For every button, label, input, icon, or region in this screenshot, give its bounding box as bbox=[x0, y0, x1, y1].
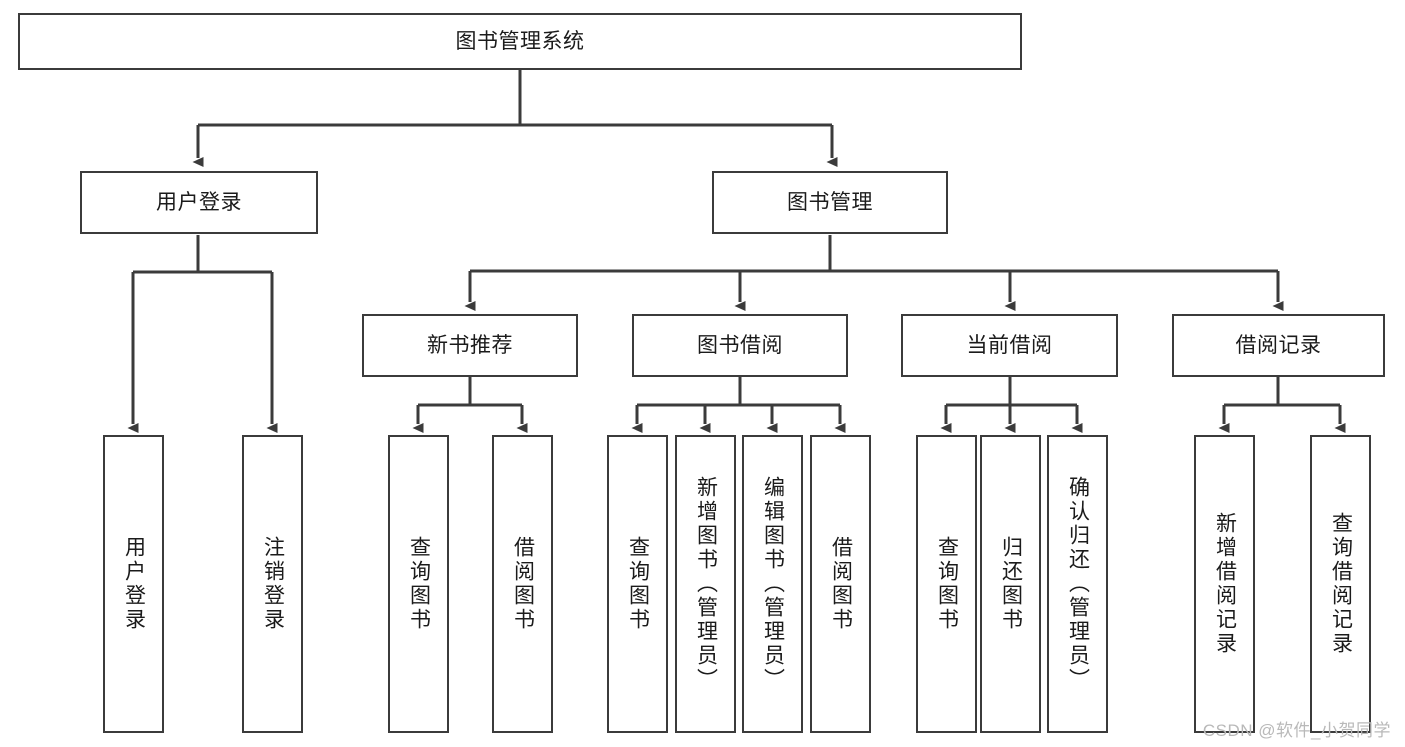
node-leaf-borrow-book-2-label: 借阅图书 bbox=[829, 536, 853, 632]
node-leaf-user-logout-label: 注销登录 bbox=[261, 536, 285, 632]
node-user-login-label: 用户登录 bbox=[156, 190, 242, 214]
node-leaf-confirm-return-label: 确认归还（管理员） bbox=[1066, 476, 1090, 692]
node-leaf-query-record[interactable]: 查询借阅记录 bbox=[1310, 435, 1371, 733]
node-book-manage-label: 图书管理 bbox=[787, 190, 873, 214]
node-root[interactable]: 图书管理系统 bbox=[18, 13, 1022, 70]
node-leaf-query-book-2-label: 查询图书 bbox=[626, 536, 650, 632]
node-leaf-confirm-return[interactable]: 确认归还（管理员） bbox=[1047, 435, 1108, 733]
watermark-text: CSDN @软件_小贺同学 bbox=[1202, 721, 1391, 740]
node-leaf-query-book-3[interactable]: 查询图书 bbox=[916, 435, 977, 733]
node-book-manage[interactable]: 图书管理 bbox=[712, 171, 948, 234]
node-leaf-user-logout[interactable]: 注销登录 bbox=[242, 435, 303, 733]
node-borrow-record-label: 借阅记录 bbox=[1235, 333, 1322, 357]
node-leaf-add-book-label: 新增图书（管理员） bbox=[694, 476, 718, 692]
node-new-book-recommend[interactable]: 新书推荐 bbox=[362, 314, 578, 377]
node-new-book-recommend-label: 新书推荐 bbox=[427, 333, 513, 357]
node-leaf-edit-book-label: 编辑图书（管理员） bbox=[761, 476, 785, 692]
node-leaf-borrow-book-2[interactable]: 借阅图书 bbox=[810, 435, 871, 733]
node-leaf-return-book-label: 归还图书 bbox=[999, 536, 1023, 632]
node-leaf-borrow-book-1-label: 借阅图书 bbox=[511, 536, 535, 632]
node-leaf-user-login[interactable]: 用户登录 bbox=[103, 435, 164, 733]
node-leaf-add-record[interactable]: 新增借阅记录 bbox=[1194, 435, 1255, 733]
node-leaf-borrow-book-1[interactable]: 借阅图书 bbox=[492, 435, 553, 733]
node-book-borrow[interactable]: 图书借阅 bbox=[632, 314, 848, 377]
node-user-login[interactable]: 用户登录 bbox=[80, 171, 318, 234]
node-book-borrow-label: 图书借阅 bbox=[697, 333, 783, 357]
node-current-borrow[interactable]: 当前借阅 bbox=[901, 314, 1118, 377]
node-leaf-add-record-label: 新增借阅记录 bbox=[1213, 512, 1237, 656]
node-borrow-record[interactable]: 借阅记录 bbox=[1172, 314, 1385, 377]
node-root-label: 图书管理系统 bbox=[455, 29, 585, 53]
node-leaf-query-book-1[interactable]: 查询图书 bbox=[388, 435, 449, 733]
node-leaf-query-book-3-label: 查询图书 bbox=[935, 536, 959, 632]
node-leaf-user-login-label: 用户登录 bbox=[122, 536, 146, 632]
node-current-borrow-label: 当前借阅 bbox=[966, 333, 1053, 357]
node-leaf-add-book[interactable]: 新增图书（管理员） bbox=[675, 435, 736, 733]
node-leaf-return-book[interactable]: 归还图书 bbox=[980, 435, 1041, 733]
node-leaf-query-record-label: 查询借阅记录 bbox=[1329, 512, 1353, 656]
node-leaf-edit-book[interactable]: 编辑图书（管理员） bbox=[742, 435, 803, 733]
node-leaf-query-book-2[interactable]: 查询图书 bbox=[607, 435, 668, 733]
node-leaf-query-book-1-label: 查询图书 bbox=[407, 536, 431, 632]
